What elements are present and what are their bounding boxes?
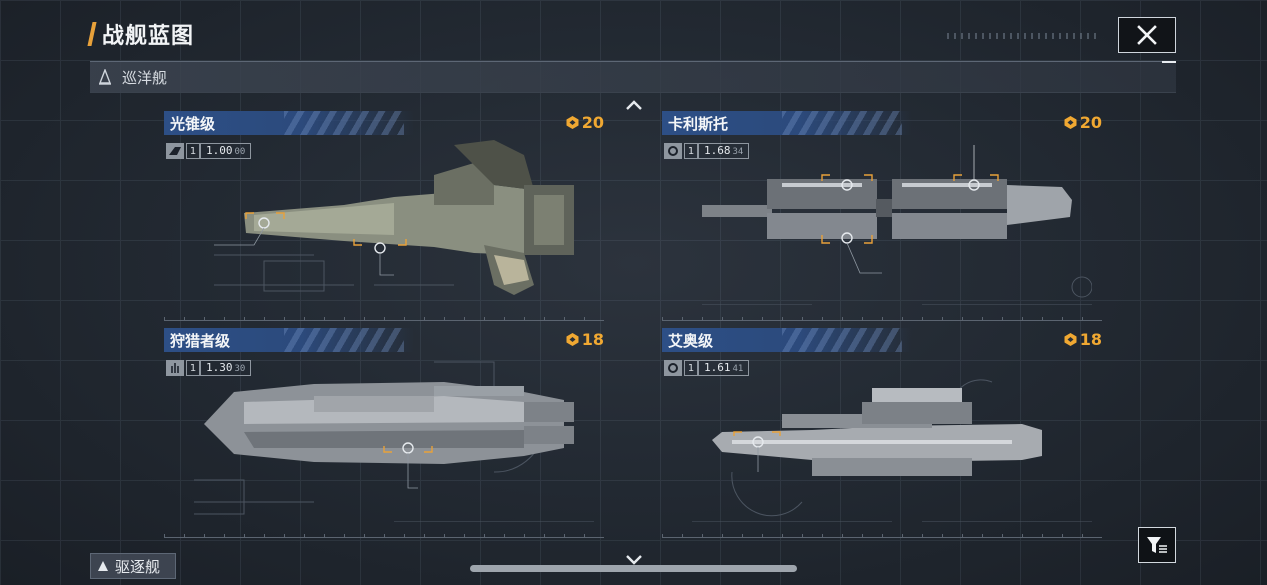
stat-sub: 00 xyxy=(234,147,246,157)
card-baseline xyxy=(662,317,1102,321)
ship-stat: 1 1.30 30 xyxy=(166,360,252,376)
card-baseline xyxy=(164,317,604,321)
cost-value: 20 xyxy=(1079,113,1102,132)
scroll-down-button[interactable] xyxy=(624,551,644,565)
close-button[interactable] xyxy=(1118,17,1176,53)
stat-main: 1.61 xyxy=(704,361,731,374)
ship-stat: 1 1.61 41 xyxy=(664,360,750,376)
stat-value-box: 1.61 41 xyxy=(698,360,750,376)
ship-class-icon xyxy=(166,143,184,159)
ship-cost: 18 xyxy=(565,330,604,349)
stat-count: 1 xyxy=(186,360,200,376)
category-label: 巡洋舰 xyxy=(122,68,168,87)
stat-main: 1.00 xyxy=(206,144,233,157)
scroll-up-button[interactable] xyxy=(624,96,644,110)
stat-sub: 41 xyxy=(732,364,744,374)
ship-cost: 20 xyxy=(565,113,604,132)
category-bar-cap xyxy=(1162,61,1176,63)
stat-value-box: 1.68 34 xyxy=(698,143,750,159)
stat-sub: 30 xyxy=(234,364,246,374)
ship-class-icon xyxy=(664,143,682,159)
cost-icon xyxy=(566,116,579,129)
stat-sub: 34 xyxy=(732,147,744,157)
ship-name: 艾奥级 xyxy=(668,332,714,350)
cost-icon xyxy=(1064,333,1077,346)
ship-class-icon xyxy=(664,360,682,376)
stat-count: 1 xyxy=(684,360,698,376)
chevron-up-icon xyxy=(626,100,642,110)
ship-card-io[interactable]: 艾奥级 18 1 1.61 41 xyxy=(662,328,1102,538)
destroyer-tab-label: 驱逐舰 xyxy=(115,557,161,576)
card-baseline xyxy=(662,534,1102,538)
filter-icon xyxy=(1147,537,1167,553)
ship-blueprint-image xyxy=(702,145,1092,305)
card-baseline xyxy=(164,534,604,538)
cost-value: 18 xyxy=(581,330,604,349)
ship-card-hunter[interactable]: 狩猎者级 18 1 1.30 30 xyxy=(164,328,604,538)
cost-value: 18 xyxy=(1079,330,1102,349)
cruiser-icon xyxy=(98,69,112,85)
ship-blueprint-image xyxy=(214,140,574,295)
filter-button[interactable] xyxy=(1138,527,1176,563)
cost-icon xyxy=(1064,116,1077,129)
ship-stat: 1 1.00 00 xyxy=(166,143,252,159)
stat-main: 1.30 xyxy=(206,361,233,374)
stat-value-box: 1.30 30 xyxy=(200,360,252,376)
destroyer-category-tab[interactable]: 驱逐舰 xyxy=(90,553,176,579)
cost-value: 20 xyxy=(581,113,604,132)
stat-count: 1 xyxy=(684,143,698,159)
ship-card-callisto[interactable]: 卡利斯托 20 1 1.68 34 xyxy=(662,111,1102,321)
stat-value-box: 1.00 00 xyxy=(200,143,252,159)
stat-main: 1.68 xyxy=(704,144,731,157)
ship-name-bar: 卡利斯托 xyxy=(662,111,912,135)
horizontal-scrollbar[interactable] xyxy=(470,565,797,572)
ship-name: 光锥级 xyxy=(170,115,216,133)
ship-blueprint-image xyxy=(692,379,1092,522)
ship-name: 卡利斯托 xyxy=(668,115,729,133)
ship-name-bar: 光锥级 xyxy=(164,111,414,135)
ship-cost: 20 xyxy=(1063,113,1102,132)
cost-icon xyxy=(566,333,579,346)
ship-card-guangzhui[interactable]: 光锥级 20 1 1.00 00 xyxy=(164,111,604,321)
page-title: 战舰蓝图 xyxy=(102,24,195,49)
ship-name: 狩猎者级 xyxy=(170,332,231,350)
chevron-down-icon xyxy=(626,555,642,565)
header-decoration xyxy=(947,33,1097,39)
ship-stat: 1 1.68 34 xyxy=(664,143,750,159)
page-title-bar: 战舰蓝图 xyxy=(87,18,195,50)
stat-count: 1 xyxy=(186,143,200,159)
destroyer-icon xyxy=(98,561,108,571)
ship-blueprint-image xyxy=(194,361,594,522)
category-header: 巡洋舰 xyxy=(90,61,1176,93)
close-icon xyxy=(1137,25,1157,45)
ship-cost: 18 xyxy=(1063,330,1102,349)
ship-class-icon xyxy=(166,360,184,376)
ship-name-bar: 狩猎者级 xyxy=(164,328,414,352)
ship-name-bar: 艾奥级 xyxy=(662,328,912,352)
